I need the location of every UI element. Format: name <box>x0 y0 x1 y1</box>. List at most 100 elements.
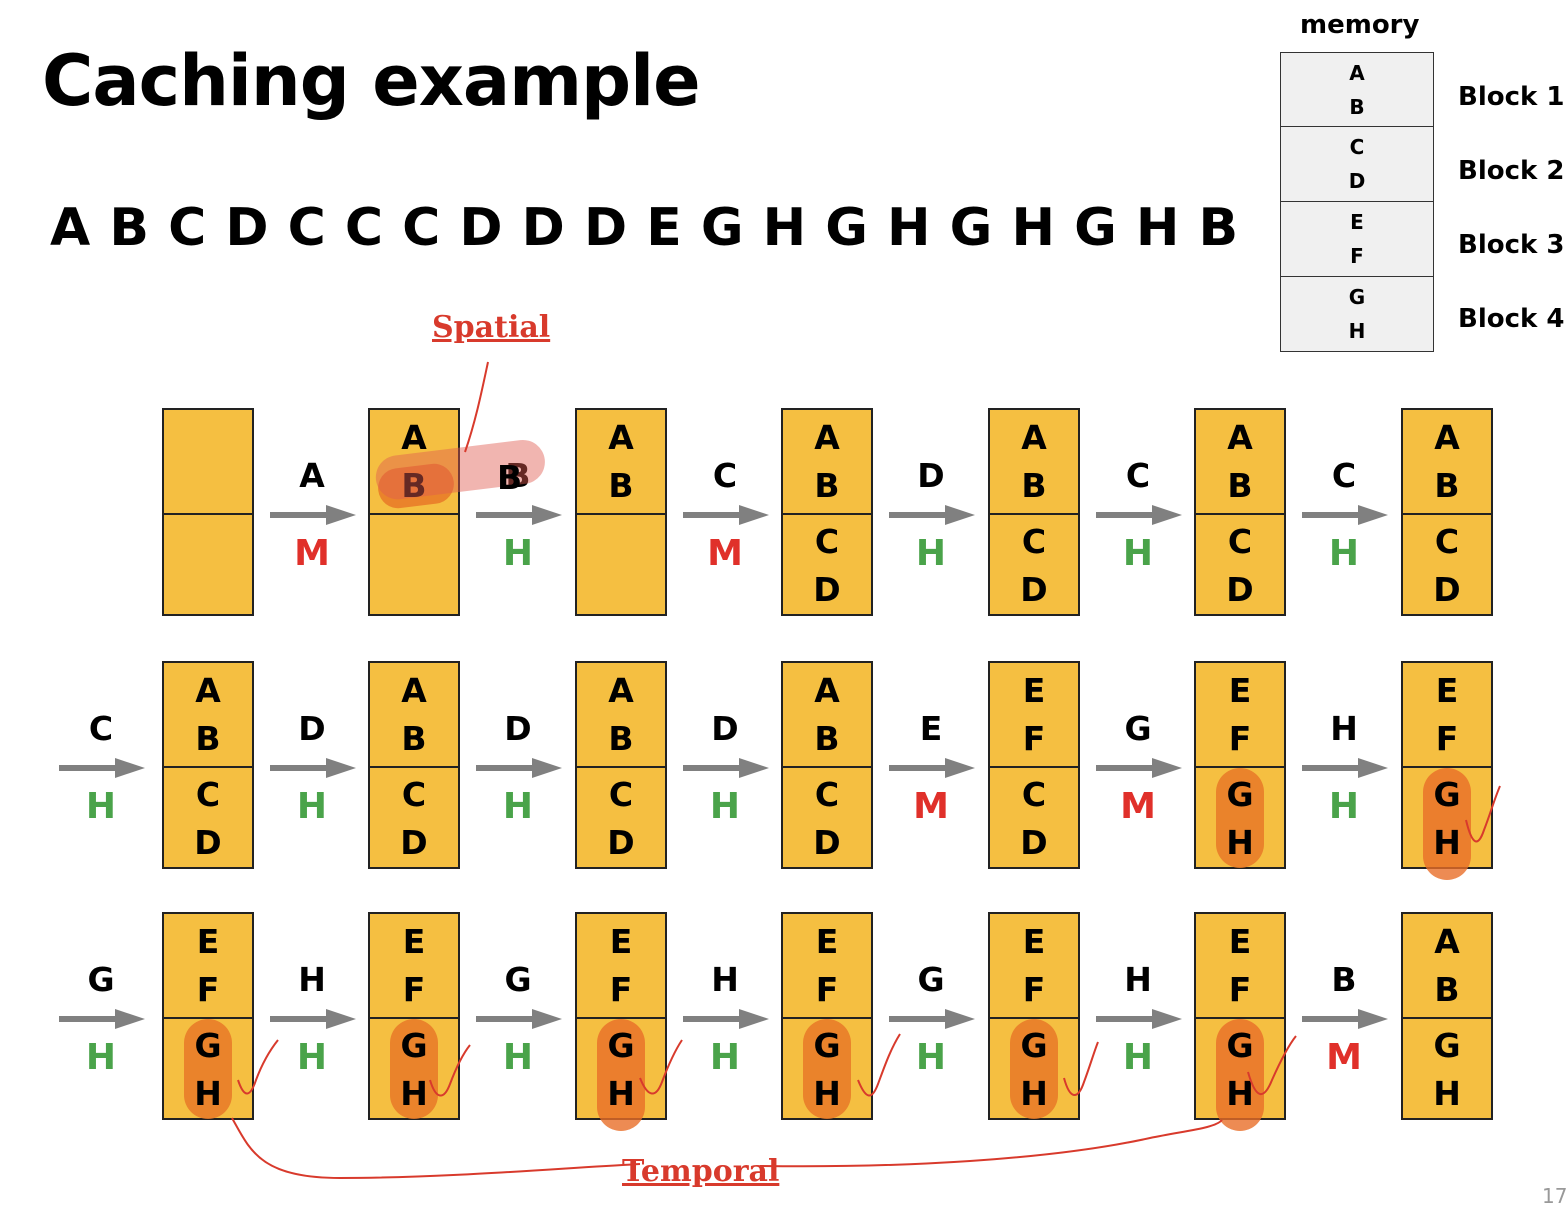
cache-item: B <box>401 465 427 505</box>
cache-item: D <box>1433 569 1461 609</box>
cache-item: G <box>1226 774 1254 814</box>
cache-item: G <box>1020 1025 1048 1065</box>
cache-item: B <box>1227 465 1253 505</box>
miss-label: M <box>1120 786 1156 827</box>
access-label: H <box>298 960 326 999</box>
access-label: G <box>504 960 532 999</box>
temporal-highlight <box>1216 768 1264 868</box>
cache-item: H <box>1433 822 1461 862</box>
arrow-right-icon <box>683 505 769 525</box>
memory-cell-3: E F <box>1280 202 1434 277</box>
cache-item: D <box>813 569 841 609</box>
access-label: H <box>1330 709 1358 748</box>
page-title: Caching example <box>42 40 701 122</box>
spatial-access-label: B <box>497 458 523 497</box>
cache-item: G <box>607 1025 635 1065</box>
cache-item: A <box>814 670 840 710</box>
cache-item: E <box>1228 670 1252 710</box>
cache-item: E <box>196 921 220 961</box>
cache-item: C <box>814 774 840 814</box>
temporal-annotation: Temporal <box>622 1154 780 1189</box>
cache-item: H <box>1020 1073 1048 1113</box>
cache-item: G <box>400 1025 428 1065</box>
cache-block-slot <box>164 410 252 515</box>
cache-item: H <box>1226 1073 1254 1113</box>
temporal-highlight <box>1010 1019 1058 1119</box>
memory-item: F <box>1350 244 1364 268</box>
cache-item: G <box>1433 774 1461 814</box>
cache-item: E <box>1022 670 1046 710</box>
arrow-right-icon <box>683 1009 769 1029</box>
arrow-right-icon <box>889 758 975 778</box>
cache-item: A <box>1021 417 1047 457</box>
arrow-right-icon <box>59 1009 145 1029</box>
cache-item: G <box>1226 1025 1254 1065</box>
spatial-annotation: Spatial <box>432 310 551 345</box>
arrow-right-icon <box>1302 505 1388 525</box>
cache-item: H <box>813 1073 841 1113</box>
cache-item: A <box>401 670 427 710</box>
cache-item: A <box>608 417 634 457</box>
arrow-right-icon <box>476 505 562 525</box>
cache-item: B <box>814 718 840 758</box>
cache-item: G <box>813 1025 841 1065</box>
cache-item: F <box>402 969 426 1009</box>
memory-cell-4: G H <box>1280 277 1434 352</box>
access-label: G <box>917 960 945 999</box>
temporal-highlight <box>803 1019 851 1119</box>
cache-state <box>162 408 254 616</box>
access-label: D <box>917 456 945 495</box>
block-label-1: Block 1 <box>1458 82 1565 112</box>
hit-label: H <box>502 786 534 827</box>
cache-item: C <box>814 521 840 561</box>
arrow-right-icon <box>1302 758 1388 778</box>
hit-label: H <box>1328 786 1360 827</box>
memory-item: E <box>1350 210 1364 234</box>
access-label: E <box>919 709 943 748</box>
access-label: H <box>1124 960 1152 999</box>
block-label-2: Block 2 <box>1458 156 1565 186</box>
cache-item: F <box>609 969 633 1009</box>
cache-item: D <box>813 822 841 862</box>
access-sequence: A B C D C C C D D D E G H G H G H G H B <box>50 198 1239 258</box>
access-label: C <box>1125 456 1151 495</box>
cache-item: F <box>1228 718 1252 758</box>
cache-item: D <box>607 822 635 862</box>
cache-item: H <box>607 1073 635 1113</box>
access-label: B <box>1331 960 1357 999</box>
cache-block-slot <box>370 514 458 617</box>
